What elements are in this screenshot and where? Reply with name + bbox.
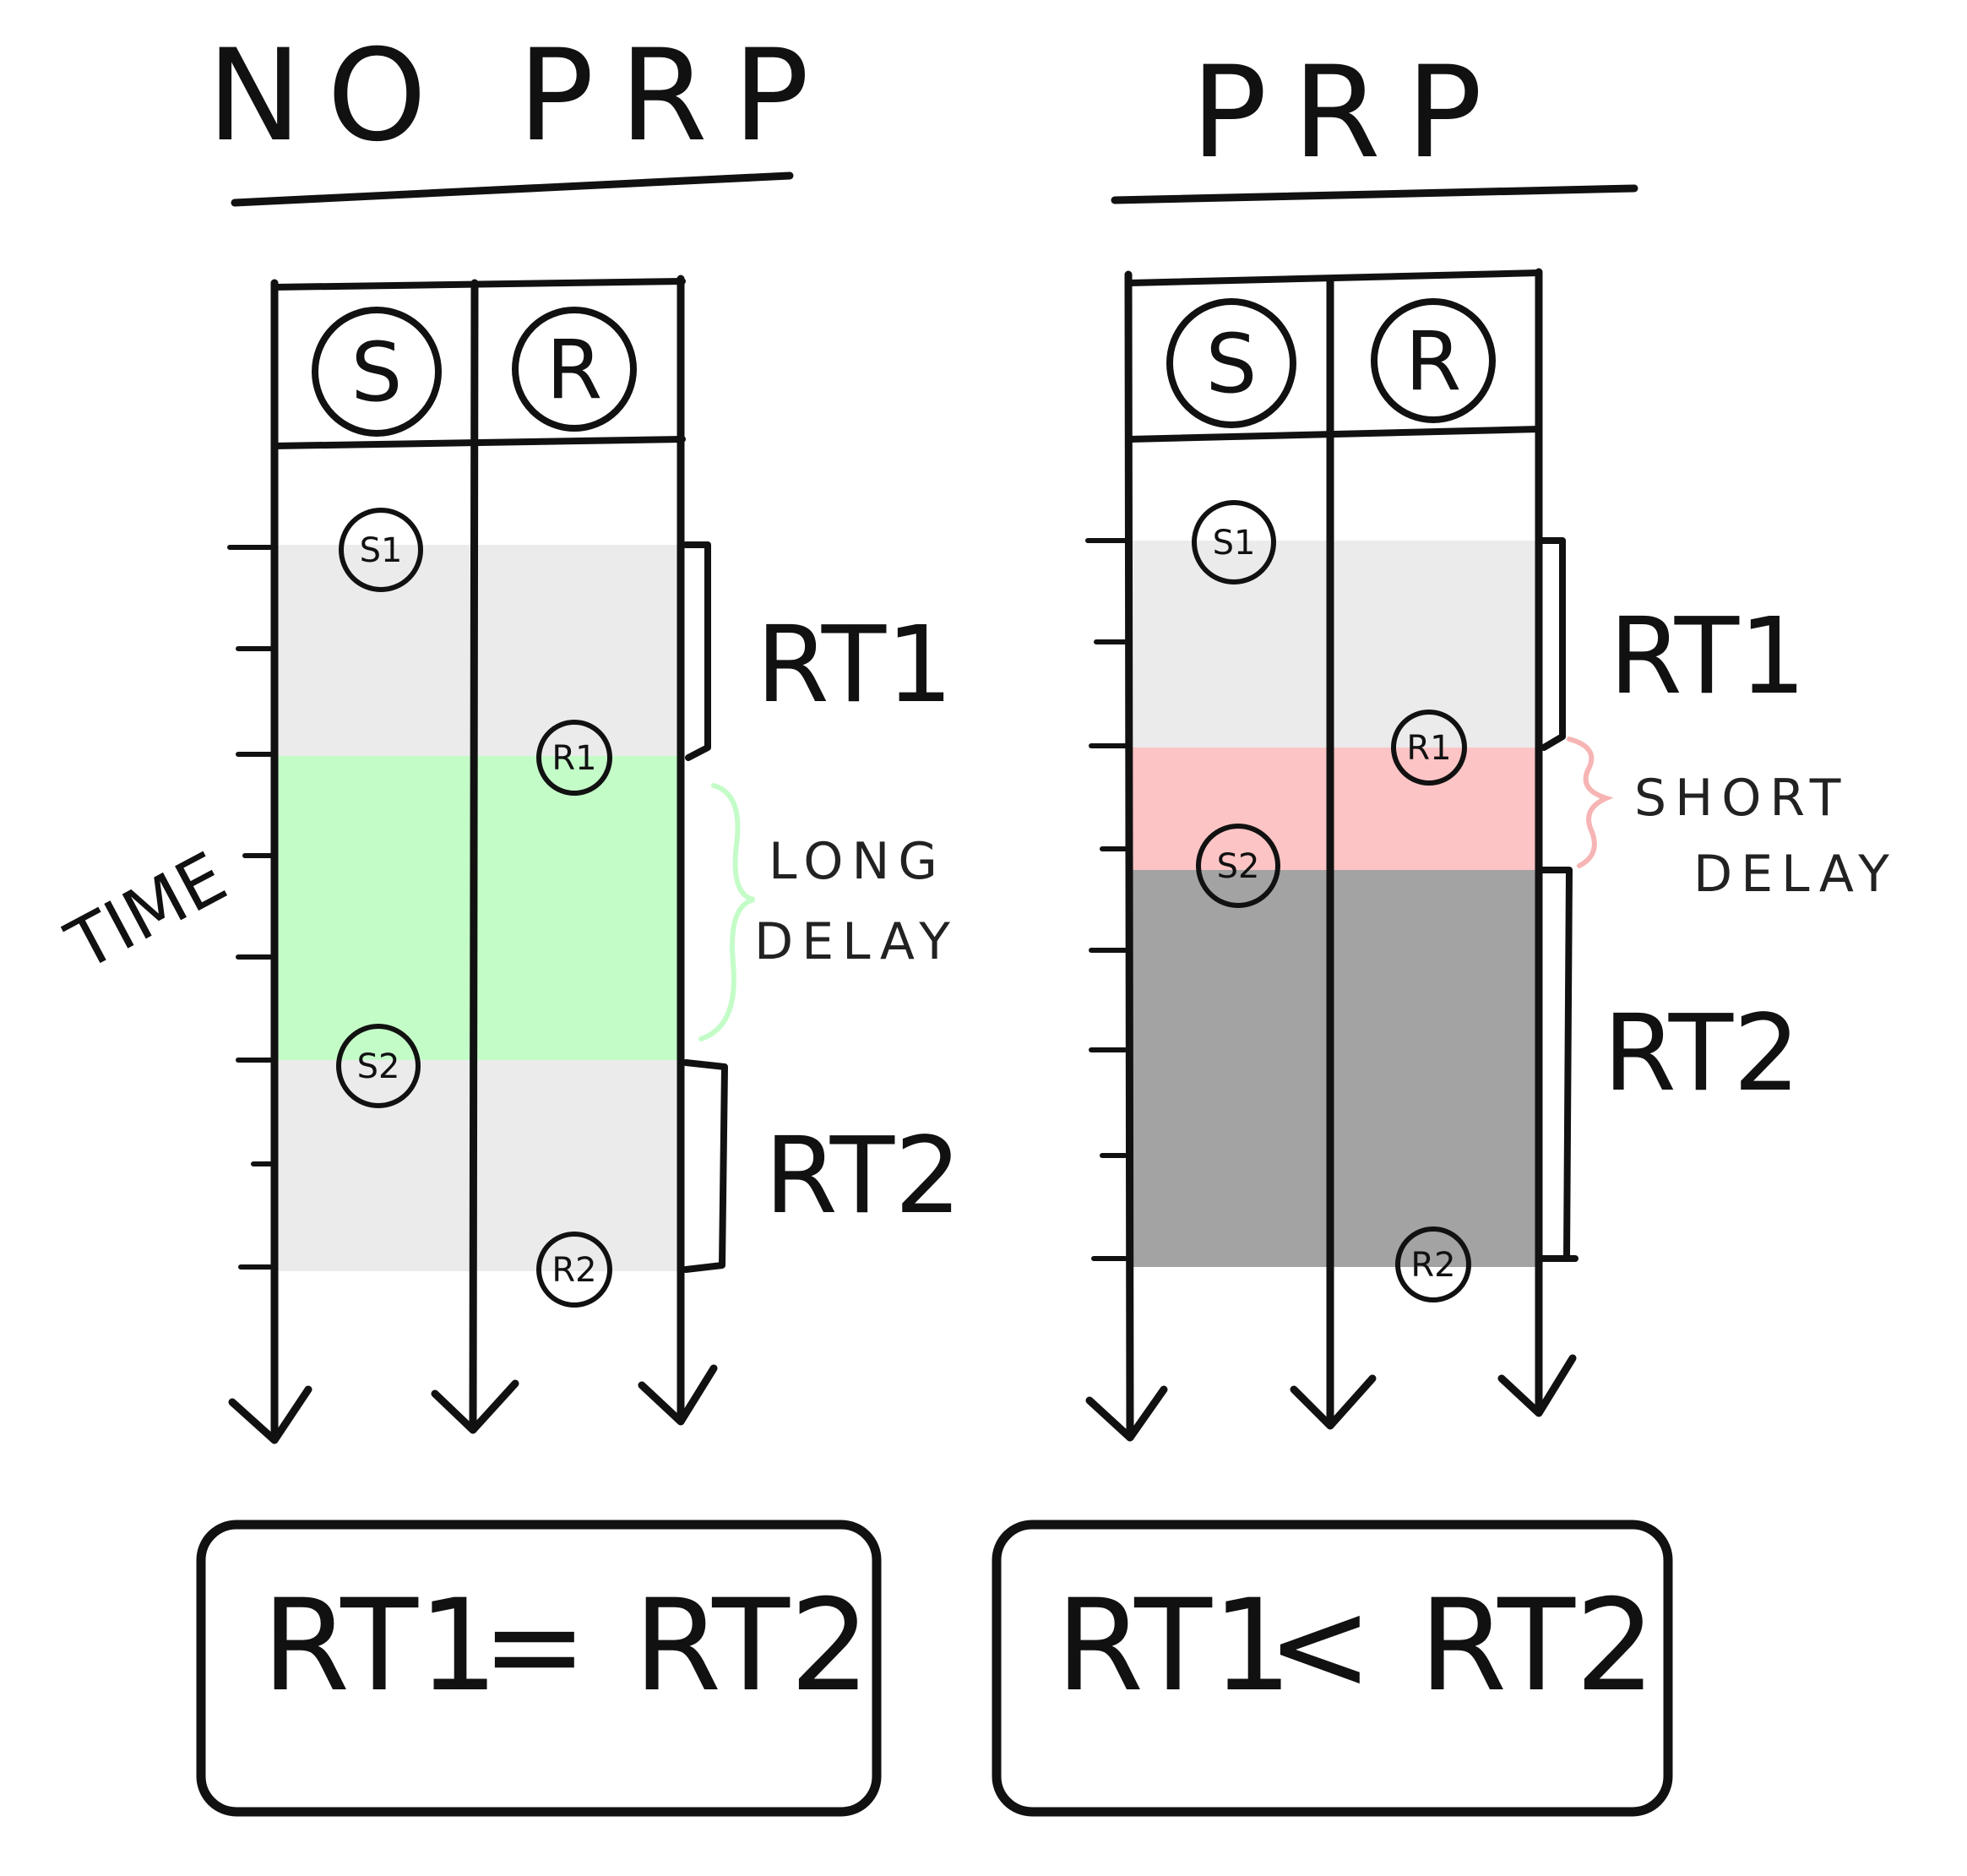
rt1-bracket <box>1539 537 1566 751</box>
title-underline <box>231 171 794 207</box>
short-delay-label-line2: DELAY <box>1693 845 1898 904</box>
comparison-operator: < <box>1267 1573 1373 1720</box>
svg-text:S2: S2 <box>357 1047 400 1086</box>
header-box <box>1127 269 1542 443</box>
right-timeline-arrow <box>1497 268 1577 1417</box>
svg-text:S1: S1 <box>360 531 403 570</box>
sender-label: S <box>1206 317 1258 411</box>
long-delay-label-line2: DELAY <box>754 912 959 971</box>
comparison-left: RT1 <box>262 1573 498 1720</box>
short-delay-brace <box>1567 737 1614 868</box>
sender-label: S <box>351 325 403 420</box>
rt1-band <box>1130 541 1540 748</box>
sender-timeline-arrow <box>228 279 312 1444</box>
rt2-bracket <box>682 1059 728 1273</box>
comparison-operator: = <box>481 1573 588 1720</box>
title-underline <box>1111 184 1638 204</box>
long-delay-label-line1: LONG <box>769 832 946 891</box>
short-delay-band <box>1130 748 1540 870</box>
event-s1: S1 <box>1192 500 1276 585</box>
rt2-bracket <box>1539 867 1578 1262</box>
rt2-label: RT2 <box>1603 992 1801 1115</box>
event-s1: S1 <box>339 508 423 592</box>
right-timeline-arrow <box>638 275 718 1426</box>
comparison-left: RT1 <box>1056 1573 1292 1720</box>
receiver-header: R <box>1371 298 1496 423</box>
svg-text:R1: R1 <box>1406 729 1451 768</box>
panel-no-prp: NO PRP S R S1 R1 <box>196 23 962 1817</box>
short-delay-label-line1: SHORT <box>1634 769 1849 828</box>
time-ticks <box>227 545 273 1270</box>
svg-text:R1: R1 <box>552 739 596 778</box>
comparison-box-prp: RT1 < RT2 <box>992 1520 1673 1817</box>
time-axis-label: TIME <box>54 837 239 987</box>
event-r2: R2 <box>1395 1226 1471 1302</box>
svg-text:R2: R2 <box>552 1251 596 1290</box>
sender-timeline-arrow <box>1085 270 1168 1442</box>
comparison-right: RT2 <box>1419 1573 1655 1720</box>
event-s2: S2 <box>336 1024 421 1108</box>
receiver-timeline-arrow <box>431 279 519 1434</box>
svg-text:S1: S1 <box>1213 524 1256 563</box>
header-box <box>271 278 686 449</box>
comparison-right: RT2 <box>633 1573 870 1720</box>
panel-title: PRP <box>1191 40 1508 187</box>
svg-text:R2: R2 <box>1410 1246 1455 1285</box>
rt1-bracket <box>682 541 711 761</box>
sender-header: S <box>1166 298 1296 428</box>
panel-title: NO PRP <box>207 23 834 170</box>
comparison-box-no-prp: RT1 = RT2 <box>196 1520 882 1817</box>
event-r1: R1 <box>536 720 612 796</box>
long-delay-brace <box>698 783 755 1041</box>
sender-header: S <box>312 307 442 437</box>
rt2-label: RT2 <box>764 1115 962 1237</box>
rt1-label: RT1 <box>756 604 954 726</box>
event-r2: R2 <box>536 1232 612 1308</box>
rt2-band <box>1130 870 1540 1267</box>
receiver-label: R <box>1405 314 1462 409</box>
rt1-label: RT1 <box>1609 595 1807 718</box>
receiver-label: R <box>546 323 603 417</box>
panel-prp: PRP S R S1 R1 <box>992 40 1898 1817</box>
event-s2: S2 <box>1196 824 1280 908</box>
svg-text:S2: S2 <box>1217 847 1260 886</box>
receiver-timeline-arrow <box>1290 275 1377 1430</box>
time-ticks <box>1085 538 1127 1261</box>
event-r1: R1 <box>1391 710 1467 786</box>
receiver-header: R <box>512 307 637 432</box>
